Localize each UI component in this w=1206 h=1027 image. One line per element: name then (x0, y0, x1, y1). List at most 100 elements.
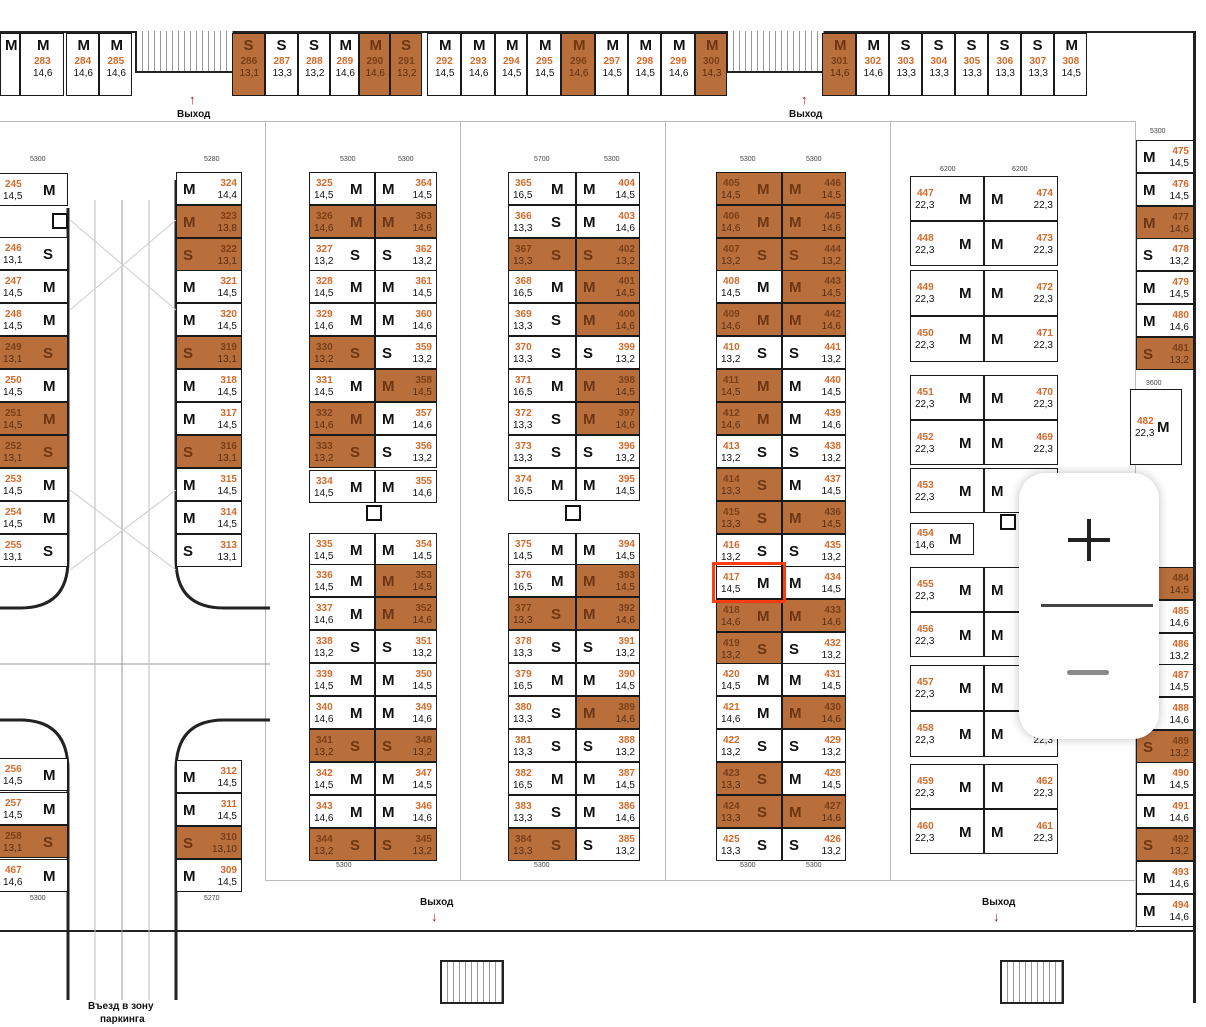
parking-spot[interactable]: M (0, 33, 20, 96)
zoom-in-button[interactable] (1019, 473, 1159, 606)
